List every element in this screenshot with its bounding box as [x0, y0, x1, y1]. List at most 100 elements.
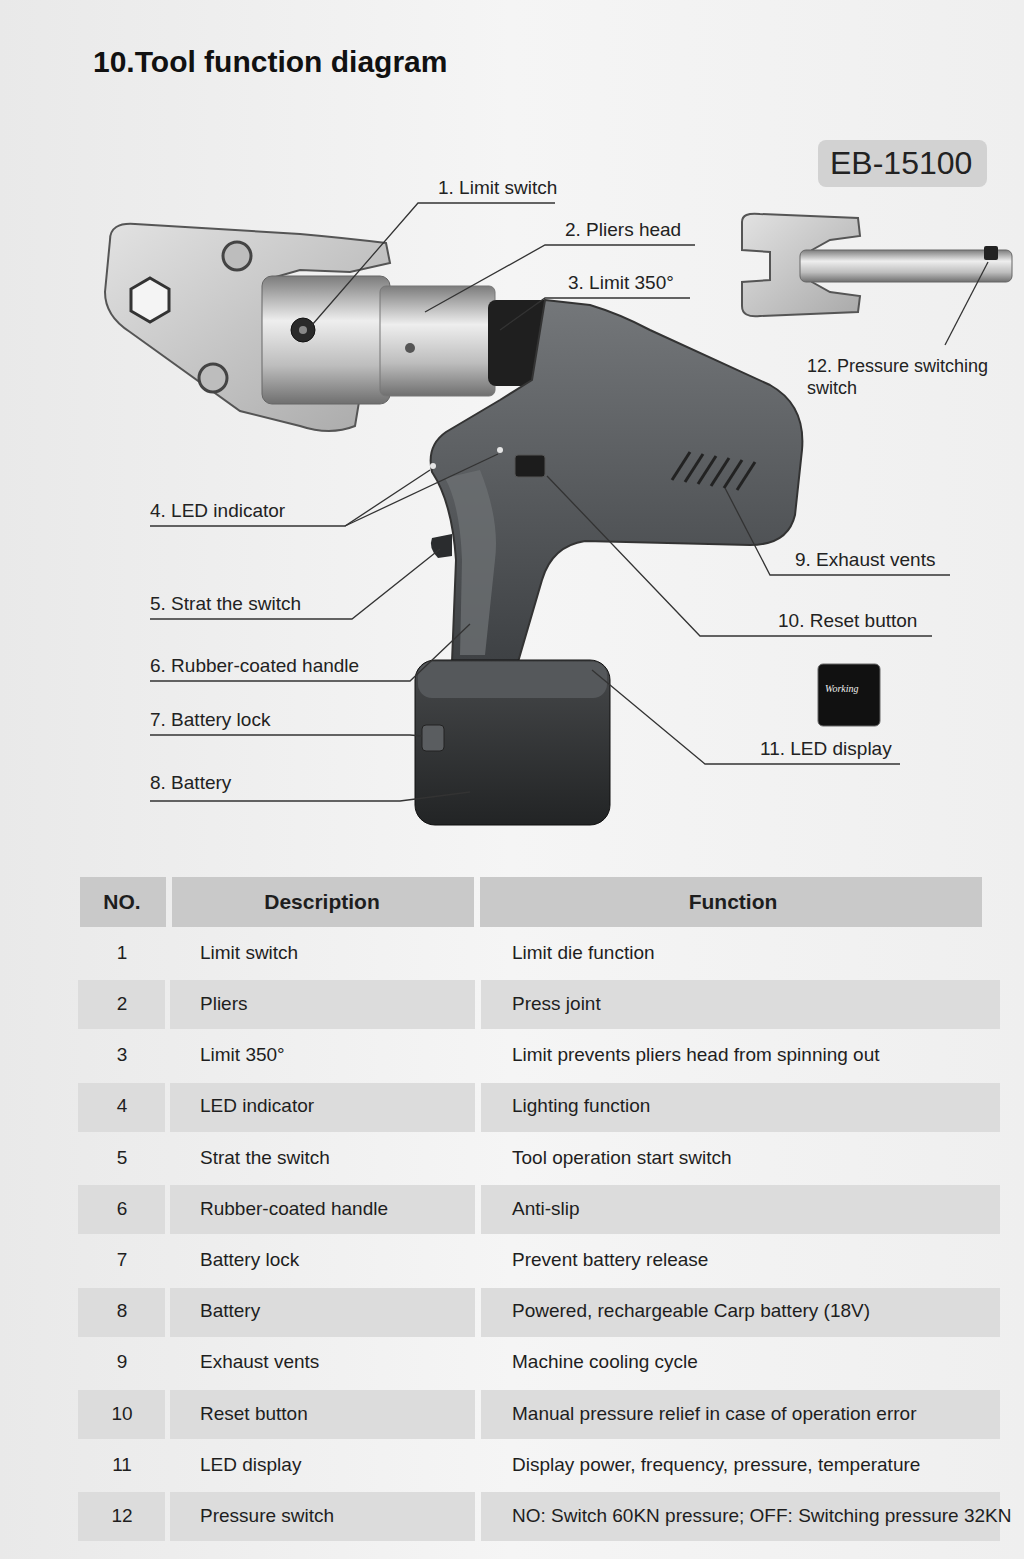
- table-cell: NO: Switch 60KN pressure; OFF: Switching…: [512, 1505, 1011, 1528]
- leader-line: [345, 454, 498, 526]
- led-display-icon: [818, 664, 880, 726]
- led-dot: [430, 463, 436, 469]
- table-cell: Pliers: [200, 993, 248, 1016]
- leader-lines: [150, 203, 988, 801]
- pliers-head: [105, 224, 390, 431]
- table-cell: Prevent battery release: [512, 1249, 708, 1272]
- table-bands: [78, 980, 1000, 1541]
- hex-hole: [131, 278, 169, 322]
- table-cell: Powered, rechargeable Carp battery (18V): [512, 1300, 870, 1323]
- row-band: [78, 1492, 165, 1541]
- table-cell: 5: [117, 1147, 128, 1170]
- table-cell: Battery lock: [200, 1249, 299, 1272]
- table-cell: 6: [117, 1198, 128, 1221]
- table-cell: 10: [111, 1403, 132, 1426]
- limit-switch-knob: [291, 318, 315, 342]
- table-cell: 1: [117, 942, 128, 965]
- leader-line: [592, 670, 900, 764]
- row-band: [170, 980, 475, 1029]
- page-title: 10.Tool function diagram: [93, 44, 447, 80]
- table-header: Function: [689, 889, 778, 914]
- header-cell: [480, 877, 982, 927]
- callout-label: 12. Pressure switching switch: [807, 356, 1012, 399]
- table-cell: 3: [117, 1044, 128, 1067]
- led-dot: [497, 447, 503, 453]
- table-header: NO.: [103, 889, 140, 914]
- battery-lock: [422, 725, 444, 751]
- leader-line: [500, 298, 690, 330]
- callout-label: 5. Strat the switch: [150, 593, 301, 616]
- callout-label: 10. Reset button: [778, 610, 917, 633]
- leader-line: [150, 624, 470, 681]
- row-band: [481, 1185, 1000, 1234]
- leader-line: [150, 549, 440, 619]
- model-badge: EB-15100: [818, 140, 987, 187]
- row-band: [481, 1288, 1000, 1337]
- vent-slot: [737, 462, 755, 490]
- callout-label: 11. LED display: [760, 738, 892, 761]
- table-cell: Tool operation start switch: [512, 1147, 732, 1170]
- callout-label: 9. Exhaust vents: [795, 549, 935, 572]
- leader-line: [425, 245, 695, 312]
- callout-label: 3. Limit 350°: [568, 272, 674, 295]
- table-cell: Lighting function: [512, 1095, 650, 1118]
- table-cell: Limit switch: [200, 942, 298, 965]
- callout-label: 6. Rubber-coated handle: [150, 655, 359, 678]
- table-cell: Anti-slip: [512, 1198, 580, 1221]
- row-band: [170, 1492, 475, 1541]
- table-cell: Strat the switch: [200, 1147, 330, 1170]
- row-band: [78, 1390, 165, 1439]
- exhaust-vents: [672, 452, 755, 490]
- callout-label: 2. Pliers head: [565, 219, 681, 242]
- leader-line: [150, 792, 470, 801]
- display-text: Working: [825, 683, 859, 695]
- row-band: [481, 980, 1000, 1029]
- table-header: [80, 877, 982, 927]
- row-band: [481, 1390, 1000, 1439]
- table-cell: Limit prevents pliers head from spinning…: [512, 1044, 880, 1067]
- table-cell: Battery: [200, 1300, 260, 1323]
- table-cell: 4: [117, 1095, 128, 1118]
- row-band: [170, 1390, 475, 1439]
- row-band: [78, 1083, 165, 1132]
- battery-top: [418, 662, 607, 698]
- leader-line: [150, 470, 430, 526]
- row-band: [170, 1083, 475, 1132]
- table-cell: Machine cooling cycle: [512, 1351, 698, 1374]
- jaw-pin: [223, 242, 251, 270]
- row-band: [170, 1185, 475, 1234]
- leader-line: [945, 262, 988, 345]
- table-header: Description: [264, 889, 380, 914]
- table-cell: 7: [117, 1249, 128, 1272]
- row-band: [170, 1288, 475, 1337]
- table-cell: LED display: [200, 1454, 301, 1477]
- table-cell: Limit 350°: [200, 1044, 285, 1067]
- table-cell: 11: [112, 1454, 132, 1477]
- table-cell: Manual pressure relief in case of operat…: [512, 1403, 916, 1426]
- table-cell: 2: [117, 993, 128, 1016]
- jaw-pin: [199, 364, 227, 392]
- header-cell: [80, 877, 166, 927]
- callout-label: 1. Limit switch: [438, 177, 557, 200]
- table-cell: 8: [117, 1300, 128, 1323]
- callout-label: 7. Battery lock: [150, 709, 270, 732]
- header-cell: [172, 877, 474, 927]
- row-band: [78, 980, 165, 1029]
- table-cell: Press joint: [512, 993, 601, 1016]
- rubber-grip: [445, 470, 496, 655]
- table-cell: 9: [117, 1351, 128, 1374]
- collar: [380, 286, 495, 396]
- battery: [415, 660, 610, 825]
- table-cell: Reset button: [200, 1403, 308, 1426]
- callout-label: 8. Battery: [150, 772, 231, 795]
- knob-center: [299, 326, 307, 334]
- table-cell: Pressure switch: [200, 1505, 334, 1528]
- callout-label: 4. LED indicator: [150, 500, 285, 523]
- tool-body: [431, 300, 803, 662]
- table-cell: LED indicator: [200, 1095, 314, 1118]
- leader-line: [725, 488, 950, 575]
- row-band: [78, 1288, 165, 1337]
- cylinder: [262, 276, 390, 404]
- leader-line: [150, 735, 422, 736]
